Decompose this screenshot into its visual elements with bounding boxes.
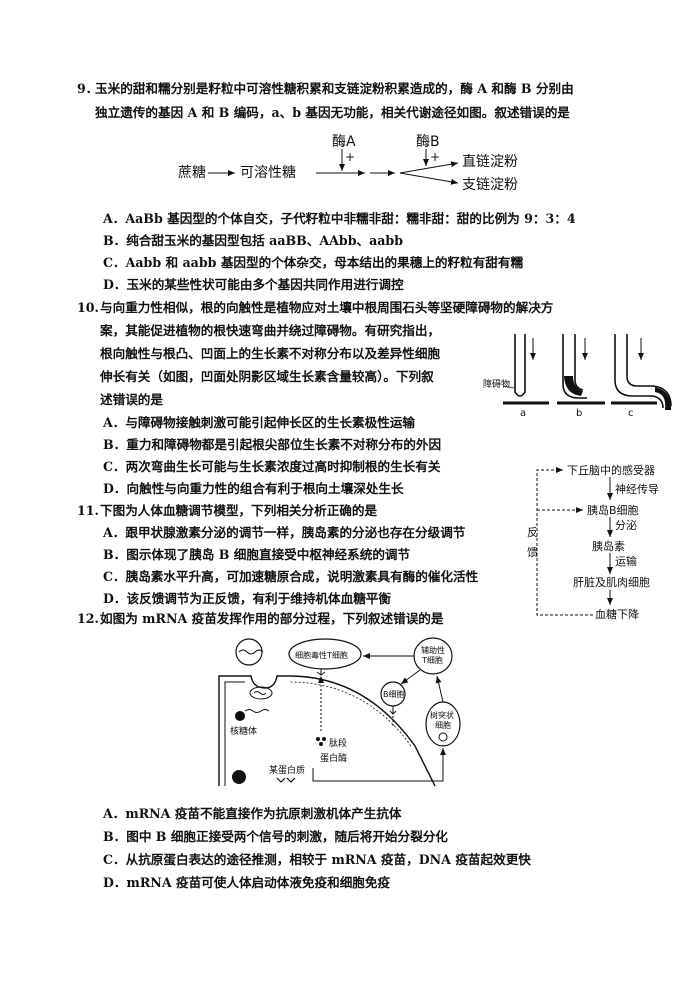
q12-ribosome-label: 核糖体: [230, 725, 257, 737]
q11-insulin-label: 胰岛素: [592, 539, 625, 553]
q10-number: 10.: [77, 300, 99, 315]
q11-feedback-loop: [536, 467, 593, 616]
q9-option-d: D．玉米的某些性状可能由多个基因共同作用进行调控: [103, 277, 404, 292]
q11-option-b: B．图示体现了胰岛 B 细胞直接受中枢神经系统的调节: [103, 547, 411, 562]
q11-receptor-label: 下丘脑中的感受器: [567, 463, 655, 477]
q12-option-a: A．mRNA 疫苗不能直接作为抗原刺激机体产生抗体: [103, 806, 402, 821]
q11-feedback-label-2: 馈: [527, 546, 538, 559]
q12-protease-label: 蛋白酶: [320, 752, 347, 764]
q10-stem-line4: 伸长有关（如图，凹面处阴影区域生长素含量较高）。下列叙: [100, 369, 434, 384]
q10-label-b: b: [576, 408, 582, 419]
q9-stem-line2: 独立遗传的基因 A 和 B 编码，a、b 基因无功能，相关代谢途径如图。叙述错误…: [95, 105, 570, 120]
q9-arrow-amylopectin: [399, 172, 459, 185]
q12-number: 12.: [77, 611, 99, 626]
q9-option-c: C．Aabb 和 aabb 基因型的个体杂交，母本结出的果穗上的籽粒有甜有糯: [103, 255, 524, 270]
q12-cell-inner: [224, 681, 245, 786]
q10-option-b: B．重力和障碍物都是引起根尖部位生长素不对称分布的外因: [103, 437, 442, 452]
q12-vaccine-particle: [235, 638, 263, 666]
q11-transport-label: 运输: [615, 554, 637, 568]
q10-label-a: a: [520, 408, 526, 419]
q10-root-b: [562, 334, 587, 399]
q9-enzyme-b-label: 酶B: [416, 134, 440, 150]
q10-stem-line2: 案，其能促进植物的根快速弯曲并绕过障碍物。有研究指出，: [100, 323, 441, 338]
q9-soluble-sugar-label: 可溶性糖: [240, 165, 296, 181]
q11-bcell-label: 胰岛B细胞: [587, 503, 639, 517]
q12-dc-label-1: 树突状: [430, 710, 454, 720]
q9-stem-line1: 玉米的甜和糯分别是籽粒中可溶性糖积累和支链淀粉积累造成的，酶 A 和酶 B 分别…: [95, 81, 574, 96]
q9-option-b: B．纯合甜玉米的基因型包括 aaBB、AAbb、aabb: [103, 233, 404, 248]
q9-option-a: A．AaBb 基因型的个体自交，子代籽粒中非糯非甜：糯非甜：甜的比例为 9：3：…: [103, 211, 576, 226]
q12-protein-shapes: [276, 777, 296, 783]
q12-protein-label: 某蛋白质: [269, 764, 305, 776]
q11-option-d: D．该反馈调节为正反馈，有利于维持机体血糖平衡: [103, 591, 391, 606]
q12-ribosome: [235, 711, 245, 721]
q12-dc-label-2: 细胞: [435, 720, 451, 730]
q12-helper-label-1: 辅助性: [421, 645, 445, 655]
q9-arrow-amylose: [399, 161, 459, 174]
q11-feedback-label-1: 反: [527, 526, 538, 539]
q10-option-d: D．向触性与向重力性的组合有利于根向土壤深处生长: [103, 481, 404, 496]
q9-pathway-diagram: 酶A + 酶B + 蔗糖 可溶性糖 直链淀粉 支链淀粉: [178, 134, 518, 193]
q12-helper-label-2: T细胞: [421, 655, 443, 665]
q12-stem: 如图为 mRNA 疫苗发挥作用的部分过程，下列叙述错误的是: [100, 611, 444, 626]
q12-cell-outline: [218, 675, 436, 787]
q12-nucleus: [232, 770, 246, 784]
q12-ctl-label: 细胞毒性T细胞: [295, 650, 348, 660]
q10-label-c: c: [628, 408, 634, 419]
q12-endosome: [249, 686, 273, 700]
q9-amylose-label: 直链淀粉: [462, 153, 518, 170]
q10-stem-line1: 与向重力性相似，根的向触性是植物应对土壤中根周围石头等坚硬障碍物的解决方: [100, 300, 554, 315]
q10-root-c-shade: [655, 387, 672, 410]
q12-pathway-to-dc: [312, 748, 446, 782]
q9-plus-a: +: [345, 150, 355, 164]
q10-option-a: A．与障碍物接触刺激可能引起伸长区的生长素极性运输: [103, 415, 416, 430]
q11-secrete-label: 分泌: [615, 519, 637, 532]
q9-sucrose-label: 蔗糖: [178, 165, 206, 181]
q9-amylopectin-label: 支链淀粉: [462, 177, 518, 193]
q10-root-a: [514, 334, 526, 397]
q11-blood-glucose-diagram: 下丘脑中的感受器 神经传导 胰岛B细胞 分泌 胰岛素 运输 肝脏及肌肉细胞 血糖…: [527, 463, 659, 621]
q11-fall-label: 血糖下降: [595, 607, 639, 621]
q12-peptide-label: 肽段: [329, 737, 347, 749]
q11-option-c: C．胰岛素水平升高，可加速糖原合成，说明激素具有酶的催化活性: [103, 569, 479, 584]
q9-number: 9．: [77, 81, 99, 96]
q9-enzyme-a-label: 酶A: [332, 134, 356, 150]
q11-number: 11.: [77, 503, 99, 518]
q12-mrna-vaccine-diagram: 核糖体 某蛋白质 蛋白酶 肽段 细胞毒性T细胞 辅助性 T细胞 B细胞 树突状 …: [218, 637, 461, 787]
q9-plus-b: +: [430, 150, 440, 164]
q10-option-c: C．两次弯曲生长可能与生长素浓度过高时抑制根的生长有关: [103, 459, 441, 474]
q11-stem: 下图为人体血糖调节模型，下列相关分析正确的是: [100, 503, 378, 518]
q12-dc-to-helper: [435, 675, 444, 703]
q10-obstacle-label: 障碍物: [483, 378, 510, 390]
q12-bcell-label: B细胞: [383, 689, 405, 699]
q11-nerve-label: 神经传导: [615, 482, 659, 496]
q12-option-c: C．从抗原蛋白表达的途径推测，相较于 mRNA 疫苗，DNA 疫苗起效更快: [103, 852, 531, 867]
q10-stem-line5: 述错误的是: [100, 392, 163, 407]
q10-root-diagram: 障碍物 a b c: [483, 334, 672, 419]
q10-stem-line3: 根向触性与根凸、凹面上的生长素不对称分布以及差异性细胞: [100, 346, 441, 361]
q12-option-b: B．图中 B 细胞正接受两个信号的刺激，随后将开始分裂分化: [103, 829, 448, 844]
q10-root-c: [614, 334, 672, 409]
q11-liver-label: 肝脏及肌肉细胞: [573, 576, 650, 589]
q10-root-b-shade: [564, 376, 583, 396]
q12-ctl-cell: [288, 638, 362, 670]
q12-helper-to-bcell: [400, 669, 421, 685]
q12-option-d: D．mRNA 疫苗可使人体启动体液免疫和细胞免疫: [103, 875, 391, 890]
q11-option-a: A．跟甲状腺激素分泌的调节一样，胰岛素的分泌也存在分级调节: [103, 525, 466, 540]
